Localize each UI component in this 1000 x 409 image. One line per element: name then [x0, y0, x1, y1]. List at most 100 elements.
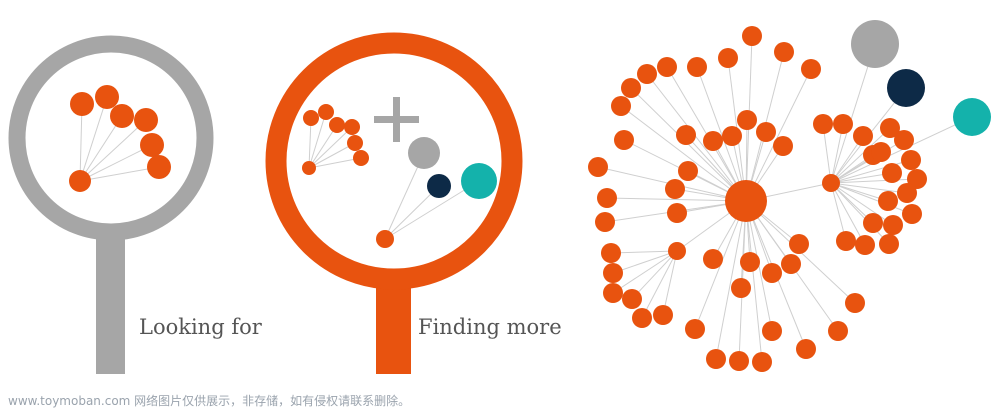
- node: [897, 183, 917, 203]
- node-hub: [69, 170, 91, 192]
- node: [622, 289, 642, 309]
- node: [737, 110, 757, 130]
- node: [855, 235, 875, 255]
- edge: [745, 68, 812, 202]
- node: [882, 163, 902, 183]
- edge: [308, 111, 327, 169]
- edge: [830, 43, 876, 184]
- edge: [830, 159, 912, 184]
- node: [601, 243, 621, 263]
- edge: [830, 123, 844, 184]
- label-finding-more: Finding more: [418, 315, 562, 339]
- node-hub: [668, 242, 686, 260]
- node: [813, 114, 833, 134]
- edge: [830, 178, 918, 184]
- node: [752, 352, 772, 372]
- node-hub: [822, 174, 840, 192]
- node: [828, 321, 848, 341]
- magnifier-gray-lens: [8, 35, 214, 241]
- node-navy: [427, 174, 451, 198]
- node: [665, 179, 685, 199]
- node: [796, 339, 816, 359]
- plus-sign: [374, 116, 419, 123]
- node: [678, 161, 698, 181]
- edge: [715, 200, 747, 360]
- edge: [612, 250, 678, 294]
- node: [740, 252, 760, 272]
- node: [614, 130, 634, 150]
- edge: [79, 96, 108, 182]
- node: [894, 130, 914, 150]
- node: [901, 150, 921, 170]
- node: [756, 122, 776, 142]
- node: [836, 231, 856, 251]
- node: [318, 104, 334, 120]
- edge: [606, 197, 747, 202]
- node: [706, 349, 726, 369]
- watermark: www.toymoban.com 网络图片仅供展示，非存储，如有侵权请联系删除。: [8, 394, 411, 408]
- node: [588, 157, 608, 177]
- node: [789, 234, 809, 254]
- edge: [384, 180, 480, 240]
- edge: [79, 119, 147, 182]
- edge: [745, 200, 763, 363]
- node: [603, 283, 623, 303]
- node: [667, 203, 687, 223]
- node-gray: [408, 137, 440, 169]
- node: [657, 57, 677, 77]
- node: [878, 191, 898, 211]
- edge: [612, 250, 678, 274]
- node: [347, 135, 363, 151]
- node: [773, 136, 793, 156]
- node: [703, 249, 723, 269]
- node: [879, 234, 899, 254]
- node: [801, 59, 821, 79]
- edge: [830, 182, 894, 226]
- node: [653, 305, 673, 325]
- node: [718, 48, 738, 68]
- edge: [308, 142, 356, 169]
- node: [902, 204, 922, 224]
- edge: [308, 126, 353, 169]
- edge: [631, 250, 678, 300]
- node: [353, 150, 369, 166]
- node: [731, 278, 751, 298]
- node: [70, 92, 94, 116]
- edge: [308, 157, 362, 169]
- node: [303, 110, 319, 126]
- label-looking-for: Looking for: [139, 315, 262, 339]
- node: [595, 212, 615, 232]
- edge: [79, 166, 160, 182]
- node: [833, 114, 853, 134]
- node: [762, 263, 782, 283]
- node: [140, 133, 164, 157]
- magnifier-orange-handle: [376, 275, 411, 374]
- node: [774, 42, 794, 62]
- edge: [830, 182, 908, 194]
- node: [781, 254, 801, 274]
- node: [676, 125, 696, 145]
- edge: [830, 182, 890, 245]
- node-teal: [461, 163, 497, 199]
- magnifier-gray-handle: [96, 232, 125, 374]
- edge: [830, 116, 973, 184]
- magnifier-orange-lens: [265, 32, 523, 290]
- edge: [830, 182, 913, 215]
- node-hub: [725, 180, 767, 222]
- edge: [308, 117, 312, 169]
- edge: [662, 250, 678, 316]
- node: [134, 108, 158, 132]
- edge: [610, 250, 678, 254]
- node: [863, 213, 883, 233]
- node: [762, 321, 782, 341]
- node: [621, 78, 641, 98]
- edge: [308, 124, 338, 169]
- edge: [646, 73, 747, 202]
- edge: [384, 185, 440, 240]
- node: [637, 64, 657, 84]
- node-hub: [302, 161, 316, 175]
- edge: [696, 66, 747, 202]
- node: [611, 96, 631, 116]
- node: [880, 118, 900, 138]
